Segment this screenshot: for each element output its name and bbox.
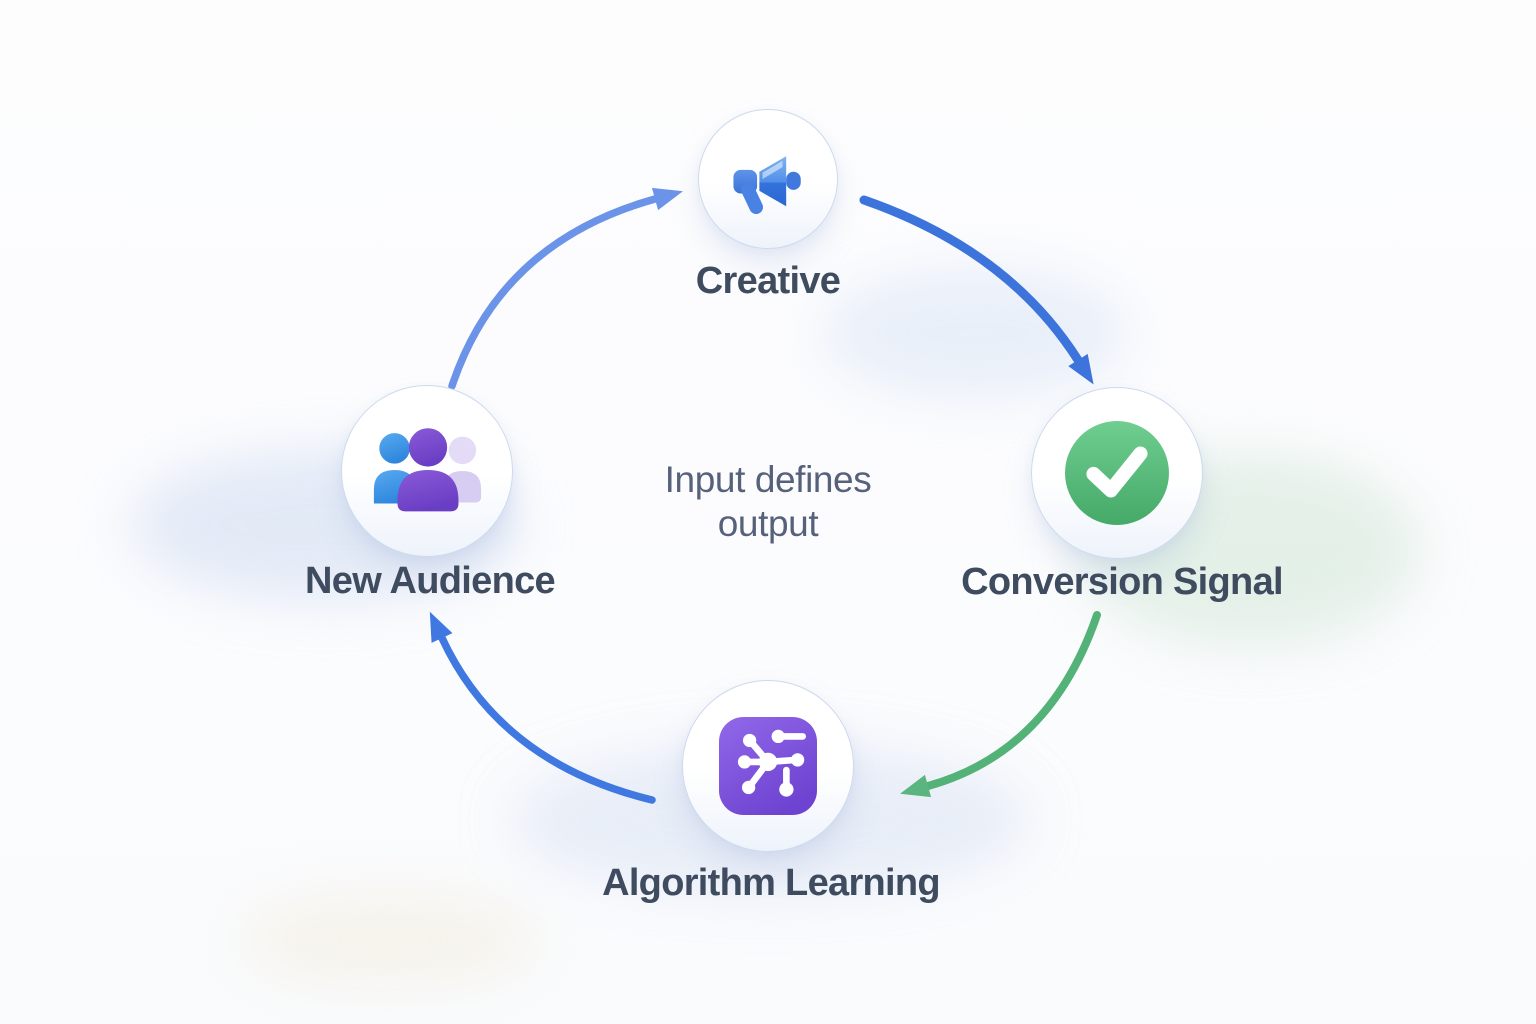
glow-corner (240, 895, 540, 985)
label-algorithm-learning: Algorithm Learning (602, 862, 941, 904)
arrow-algorithm-to-audience (429, 611, 656, 804)
network-icon (719, 717, 817, 815)
node-conversion-signal (1031, 387, 1203, 559)
label-new-audience: New Audience (305, 560, 556, 602)
node-algorithm-learning (682, 680, 854, 852)
center-caption: Input defines output (664, 459, 872, 544)
arrow-creative-to-conversion (859, 195, 1094, 385)
arrow-conversion-to-algorithm (900, 611, 1101, 798)
node-new-audience (341, 385, 513, 557)
arrow-audience-to-creative (448, 187, 683, 390)
checkmark-icon (1065, 421, 1169, 525)
label-creative: Creative (695, 260, 841, 302)
label-conversion-signal: Conversion Signal (961, 561, 1283, 603)
people-icon (373, 428, 482, 512)
megaphone-icon (733, 156, 801, 214)
node-creative (698, 109, 838, 249)
